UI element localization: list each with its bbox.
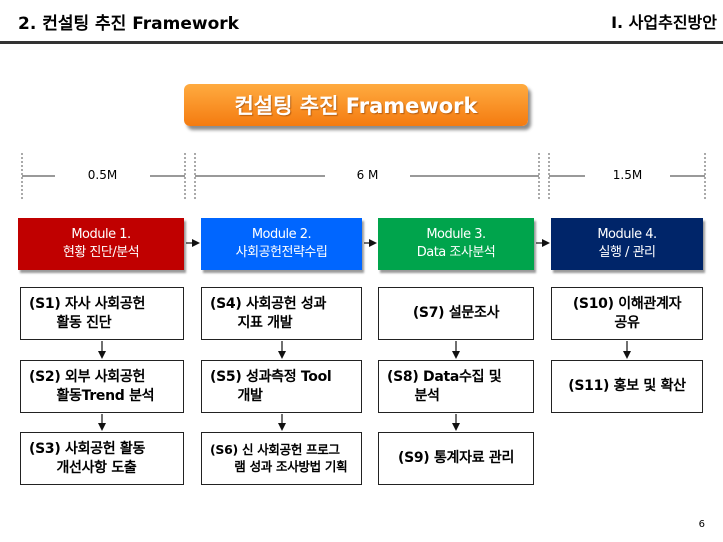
module-number: Module 4. xyxy=(597,227,657,243)
module-4: Module 4. 실행 / 관리 xyxy=(551,218,703,270)
step-s5: (S5) 성과측정 Tool 개발 xyxy=(201,360,362,413)
step-s6: (S6) 신 사회공헌 프로그 램 성과 조사방법 기획 xyxy=(201,432,362,485)
step-text: (S9) 통계자료 관리 xyxy=(397,450,515,467)
duration-module1: 0.5M xyxy=(87,168,118,182)
step-text: 활동Trend 분석 xyxy=(29,387,155,404)
step-text: (S7) 설문조사 xyxy=(412,305,500,322)
step-text: 지표 개발 xyxy=(210,314,293,331)
step-s9: (S9) 통계자료 관리 xyxy=(378,432,534,485)
section-title: 2. 컨설팅 추진 Framework xyxy=(18,14,239,34)
step-text: (S4) 사회공헌 성과 xyxy=(210,295,327,312)
step-text: 개발 xyxy=(210,387,263,404)
module-number: Module 3. xyxy=(426,227,486,243)
timeline xyxy=(21,153,706,201)
page-number: 6 xyxy=(698,519,705,530)
step-s1: (S1) 자사 사회공헌 활동 진단 xyxy=(20,287,184,340)
step-text: 개선사항 도출 xyxy=(29,459,137,476)
step-text: (S11) 홍보 및 확산 xyxy=(568,378,686,395)
module-2: Module 2. 사회공헌전략수립 xyxy=(201,218,362,270)
step-text: (S6) 신 사회공헌 프로그 xyxy=(210,441,340,457)
step-text: 램 성과 조사방법 기획 xyxy=(210,458,348,474)
module-number: Module 2. xyxy=(251,227,312,243)
step-s8: (S8) Data수집 및 분석 xyxy=(378,360,534,413)
step-s2: (S2) 외부 사회공헌 활동Trend 분석 xyxy=(20,360,184,413)
module-3: Module 3. Data 조사분석 xyxy=(378,218,534,270)
step-s11: (S11) 홍보 및 확산 xyxy=(551,360,703,413)
step-text: (S8) Data수집 및 xyxy=(387,368,502,385)
step-s3: (S3) 사회공헌 활동 개선사항 도출 xyxy=(20,432,184,485)
module-label: 사회공헌전략수립 xyxy=(235,245,328,260)
duration-module4: 1.5M xyxy=(612,168,643,182)
duration-module2-3: 6 M xyxy=(356,168,379,182)
module-label: 현황 진단/분석 xyxy=(62,245,140,260)
step-s7: (S7) 설문조사 xyxy=(378,287,534,340)
step-text: (S2) 외부 사회공헌 xyxy=(29,368,146,385)
module-label: 실행 / 관리 xyxy=(598,245,657,260)
module-number: Module 1. xyxy=(71,227,131,243)
step-text: 활동 진단 xyxy=(29,314,112,331)
step-s4: (S4) 사회공헌 성과 지표 개발 xyxy=(201,287,362,340)
framework-banner: 컨설팅 추진 Framework xyxy=(184,84,528,126)
step-text: 분석 xyxy=(387,387,440,404)
step-text: (S10) 이해관계자 xyxy=(572,295,682,312)
step-text: (S5) 성과측정 Tool xyxy=(210,368,332,385)
module-1: Module 1. 현황 진단/분석 xyxy=(18,218,184,270)
step-text: (S3) 사회공헌 활동 xyxy=(29,440,146,457)
step-text: 공유 xyxy=(614,314,640,331)
module-label: Data 조사분석 xyxy=(416,245,496,260)
step-text: (S1) 자사 사회공헌 xyxy=(29,295,146,312)
chapter-title: I. 사업추진방안 xyxy=(611,13,717,32)
header-divider xyxy=(0,41,723,44)
